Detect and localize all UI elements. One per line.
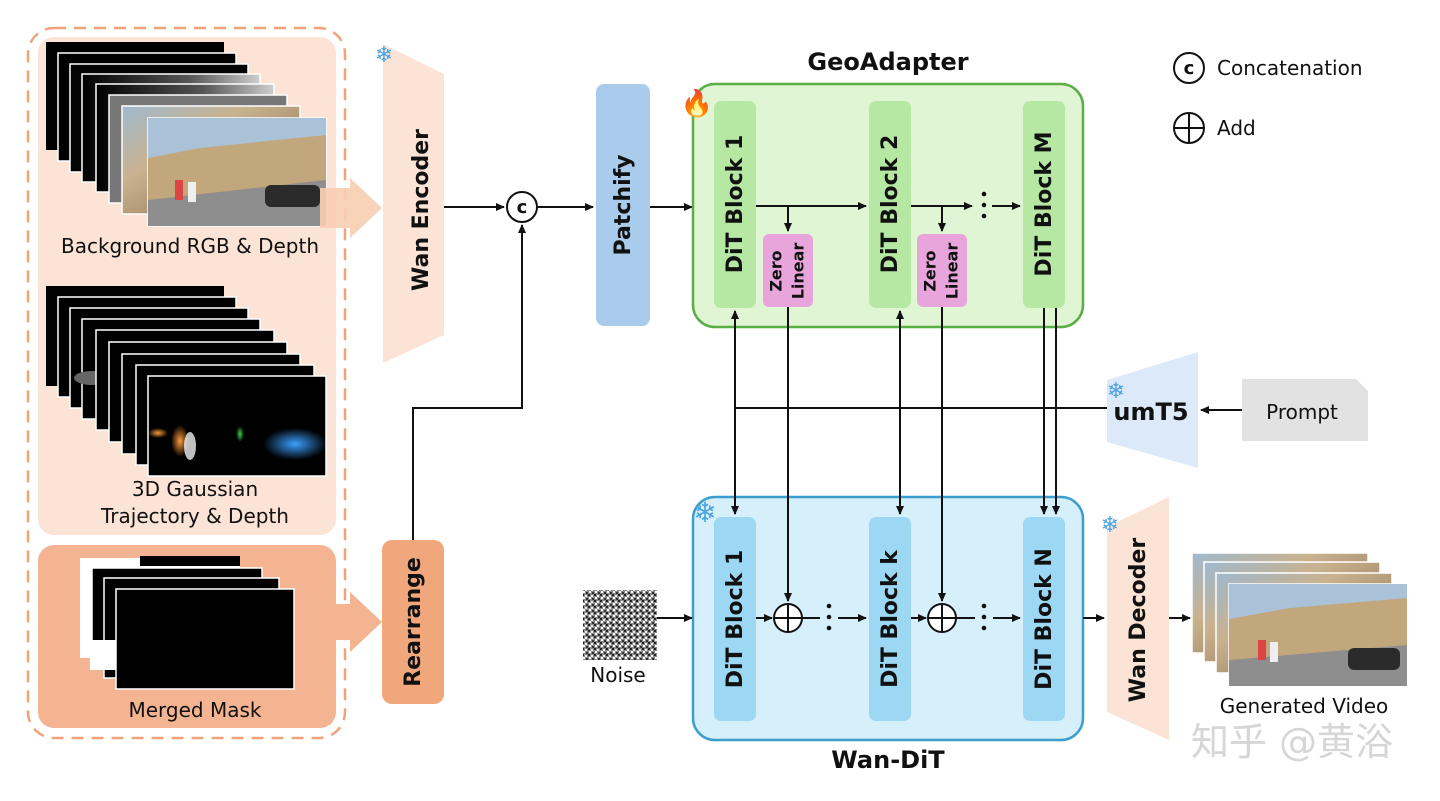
wan-decoder-label: Wan Decoder bbox=[1126, 538, 1151, 703]
concat-node-symbol: c bbox=[517, 197, 528, 218]
zero-linear-2-line1: Zero bbox=[921, 250, 940, 291]
snowflake-icon: ❄ bbox=[375, 43, 393, 68]
legend-concat-label: Concatenation bbox=[1217, 56, 1363, 80]
zero-linear-1-line1: Zero bbox=[767, 250, 786, 291]
zero-linear-1-line2: Linear bbox=[789, 243, 808, 300]
gaussian-label-line2: Trajectory & Depth bbox=[100, 504, 289, 528]
geo-dit-block-2-label: DiT Block 2 bbox=[878, 135, 903, 274]
zero-linear-2-line2: Linear bbox=[943, 243, 962, 300]
geo-dit-block-m bbox=[1023, 101, 1065, 308]
umt5-block bbox=[1107, 352, 1198, 468]
add-node-2 bbox=[927, 603, 957, 633]
rearrange-to-concat-arrow bbox=[412, 224, 526, 540]
legend-add-label: Add bbox=[1217, 116, 1256, 140]
gaussian-label-line1: 3D Gaussian bbox=[132, 477, 258, 501]
mask-frames-stack bbox=[80, 556, 295, 690]
gaussian-frames-stack bbox=[46, 286, 327, 477]
patchify-label: Patchify bbox=[611, 154, 636, 255]
noise-image bbox=[583, 590, 657, 660]
wan-dit-block-k bbox=[869, 517, 911, 721]
snowflake-icon: ❄ bbox=[1107, 379, 1125, 404]
background-label: Background RGB & Depth bbox=[61, 234, 319, 258]
background-frames-stack bbox=[46, 42, 327, 227]
umt5-label: umT5 bbox=[1113, 398, 1188, 426]
wan-dit-block-1-label: DiT Block 1 bbox=[723, 550, 748, 689]
legend-concat-icon bbox=[1173, 52, 1205, 84]
wan-encoder-block bbox=[383, 44, 444, 363]
wandit-title: Wan-DiT bbox=[831, 746, 945, 774]
wan-dit-block-1 bbox=[714, 517, 756, 721]
rearrange-block bbox=[382, 540, 444, 704]
wan-dit-block-k-label: DiT Block k bbox=[878, 549, 903, 688]
noise-label: Noise bbox=[590, 663, 645, 687]
background-arrow-shape bbox=[320, 178, 382, 238]
wan-encoder-label: Wan Encoder bbox=[409, 129, 434, 291]
mask-label: Merged Mask bbox=[129, 698, 262, 722]
rearrange-label: Rearrange bbox=[401, 557, 426, 687]
legend-concat-symbol: c bbox=[1184, 58, 1195, 79]
geo-dit-block-2 bbox=[869, 101, 911, 308]
zero-linear-2 bbox=[917, 234, 967, 307]
watermark: 知乎 @黄浴 bbox=[1191, 720, 1393, 764]
generated-video-frames bbox=[1191, 552, 1408, 687]
add-node-1 bbox=[773, 603, 803, 633]
prompt-label: Prompt bbox=[1266, 400, 1338, 424]
patchify-block bbox=[596, 84, 650, 326]
wan-decoder-block bbox=[1107, 497, 1169, 740]
geo-ellipsis bbox=[981, 191, 987, 219]
wan-ellipsis-1 bbox=[826, 603, 832, 631]
snowflake-icon: ❄ bbox=[693, 496, 716, 529]
zero-linear-1 bbox=[763, 234, 813, 307]
legend-add-icon bbox=[1173, 112, 1205, 144]
geoadapter-title: GeoAdapter bbox=[807, 48, 968, 76]
geo-dit-block-1-label: DiT Block 1 bbox=[723, 135, 748, 274]
mask-arrow-shape bbox=[330, 592, 382, 652]
geo-dit-block-1 bbox=[714, 101, 756, 308]
wan-ellipsis-2 bbox=[981, 603, 987, 631]
prompt-block bbox=[1242, 379, 1368, 441]
wan-dit-block-n bbox=[1023, 517, 1065, 721]
output-label: Generated Video bbox=[1220, 694, 1389, 718]
geo-dit-block-m-label: DiT Block M bbox=[1032, 131, 1057, 276]
wan-dit-block-n-label: DiT Block N bbox=[1032, 548, 1057, 690]
snowflake-icon: ❄ bbox=[1101, 513, 1119, 538]
fire-icon: 🔥 bbox=[681, 88, 713, 119]
